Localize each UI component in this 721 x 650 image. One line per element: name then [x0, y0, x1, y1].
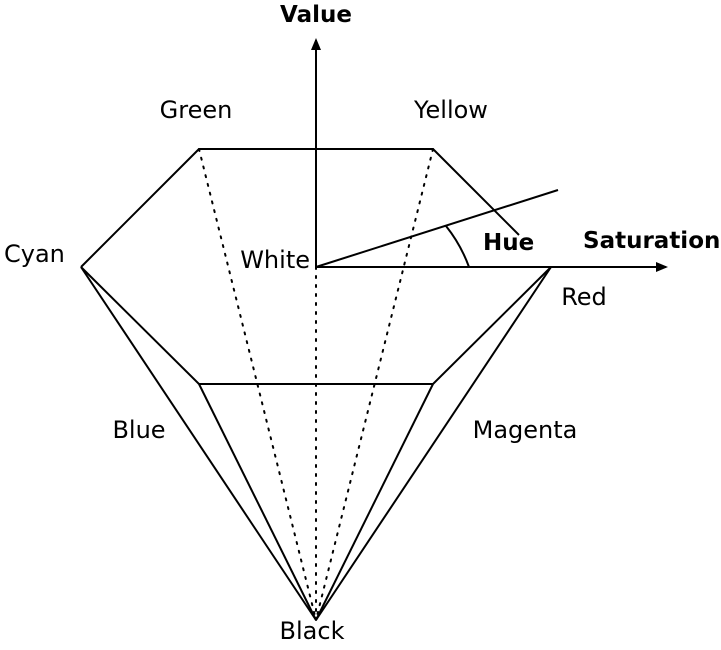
saturation-axis-label: Saturation [583, 228, 720, 254]
vertex-label-white: White [240, 246, 310, 274]
cone-edge-blue [198, 383, 317, 621]
vertex-label-red: Red [561, 283, 607, 311]
vertex-label-black: Black [280, 617, 345, 645]
cone-edge-cyan [80, 266, 317, 621]
hue-label: Hue [483, 230, 534, 256]
vertex-label-magenta: Magenta [473, 416, 578, 444]
vertex-label-cyan: Cyan [4, 240, 65, 268]
cone-edge-magenta [315, 383, 434, 621]
vertex-label-blue: Blue [112, 416, 165, 444]
hexagon-front-right-edge [432, 266, 552, 385]
hidden-edge-green [198, 148, 317, 621]
hexagon-front-left-edge [80, 266, 200, 385]
vertex-label-green: Green [160, 96, 233, 124]
vertex-label-yellow: Yellow [413, 96, 488, 124]
value-axis-label: Value [280, 2, 352, 28]
hue-line [315, 189, 559, 268]
hidden-edge-yellow [315, 148, 434, 621]
cone-edge-red [315, 266, 552, 621]
hue-angle-arc [445, 225, 470, 268]
